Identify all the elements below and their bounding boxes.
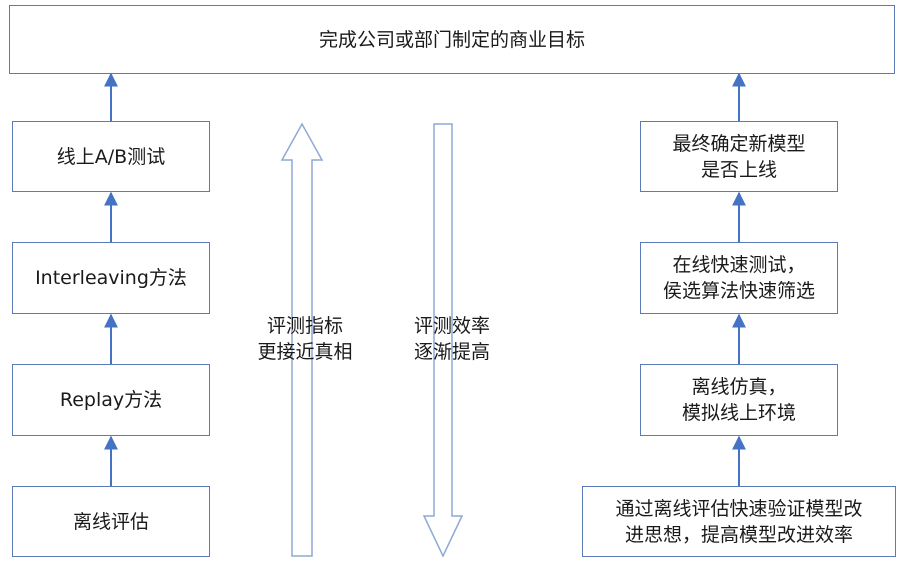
offline-quick-verify-line-2: 进思想，提高模型改进效率 (624, 523, 853, 546)
interleaving-box: Interleaving方法 (12, 242, 210, 314)
down-caption-line-1: 评测效率 (413, 315, 490, 337)
goal-text: 完成公司或部门制定的商业目标 (318, 28, 585, 51)
ab-test-box: 线上A/B测试 (12, 121, 210, 192)
ab-test-label: 线上A/B测试 (56, 145, 166, 168)
online-fast-test-box: 在线快速测试， 侯选算法快速筛选 (640, 242, 838, 314)
replay-label: Replay方法 (59, 389, 163, 411)
online-fast-test-line-2: 侯选算法快速筛选 (662, 280, 815, 302)
offline-quick-verify-box: 通过离线评估快速验证模型改 进思想，提高模型改进效率 (582, 486, 896, 557)
up-caption-line-1: 评测指标 (266, 315, 343, 337)
final-launch-line-2: 是否上线 (700, 158, 777, 181)
up-caption-line-2: 更接近真相 (257, 341, 353, 363)
down-caption-line-2: 逐渐提高 (413, 341, 490, 363)
big-up-arrow (280, 122, 324, 557)
up-arrow-caption: 评测指标 更接近真相 (240, 313, 370, 365)
interleaving-label: Interleaving方法 (35, 267, 187, 289)
offline-sim-line-2: 模拟线上环境 (681, 402, 796, 424)
offline-eval-label: 离线评估 (72, 510, 149, 533)
goal-box: 完成公司或部门制定的商业目标 (9, 5, 895, 74)
replay-box: Replay方法 (12, 364, 210, 436)
down-arrow-caption: 评测效率 逐渐提高 (387, 313, 517, 365)
offline-sim-box: 离线仿真， 模拟线上环境 (640, 364, 838, 436)
final-launch-box: 最终确定新模型 是否上线 (640, 121, 838, 192)
online-fast-test-line-1: 在线快速测试， (672, 254, 806, 276)
offline-quick-verify-line-1: 通过离线评估快速验证模型改 (615, 497, 863, 520)
offline-eval-box: 离线评估 (12, 486, 210, 557)
offline-sim-line-1: 离线仿真， (691, 376, 787, 398)
final-launch-line-1: 最终确定新模型 (672, 132, 806, 155)
big-down-arrow (422, 123, 464, 558)
